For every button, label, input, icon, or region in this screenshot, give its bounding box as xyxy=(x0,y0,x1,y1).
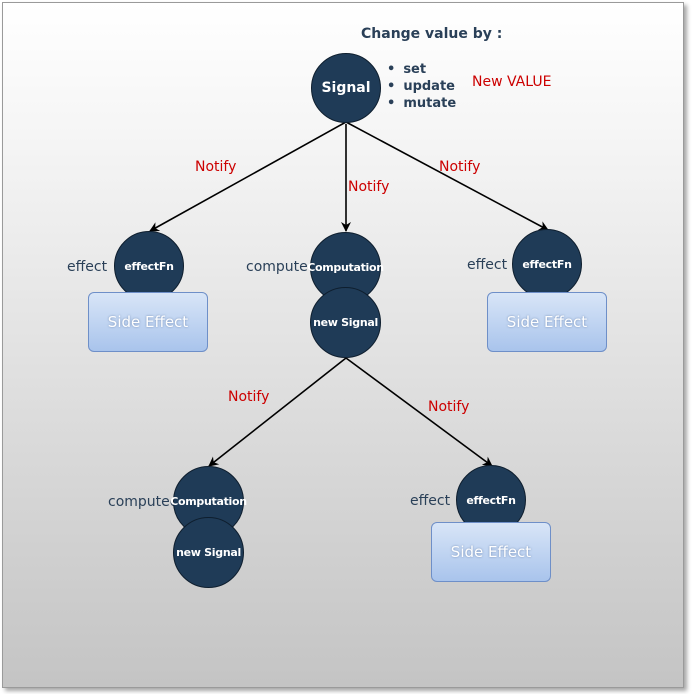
method-set: set xyxy=(387,61,456,78)
notify-label-lower-left: Notify xyxy=(228,389,270,405)
change-methods-list: set update mutate xyxy=(387,61,456,112)
notify-label-middle: Notify xyxy=(348,179,390,195)
computed-tag-middle: computed xyxy=(246,259,317,275)
signal-node: Signal xyxy=(311,53,381,123)
effect-tag-left: effect xyxy=(67,259,108,275)
notify-label-lower-right: Notify xyxy=(428,399,470,415)
effectfn-node-right: effectFn xyxy=(512,229,582,299)
new-signal-node-lower-left: new Signal xyxy=(173,517,244,588)
computed-tag-lower-left: computed xyxy=(108,494,179,510)
method-mutate: mutate xyxy=(387,95,456,112)
edge-signal-to-left-effect xyxy=(149,121,347,232)
change-value-heading: Change value by : xyxy=(361,26,503,42)
edge-signal-to-right-effect xyxy=(345,121,549,231)
notify-label-right: Notify xyxy=(439,159,481,175)
effectfn-node-left: effectFn xyxy=(114,231,184,301)
edge-newsignal-to-lower-effect xyxy=(345,357,493,467)
side-effect-box-right: Side Effect xyxy=(487,292,607,352)
new-value-label: New VALUE xyxy=(472,74,552,90)
effect-tag-lower-right: effect xyxy=(410,493,451,509)
effect-tag-right: effect xyxy=(467,257,508,273)
edge-newsignal-to-lower-computation xyxy=(208,357,347,467)
method-update: update xyxy=(387,78,456,95)
notify-label-left: Notify xyxy=(195,159,237,175)
new-signal-node-middle: new Signal xyxy=(310,287,381,358)
side-effect-box-left: Side Effect xyxy=(88,292,208,352)
side-effect-box-lower-right: Side Effect xyxy=(431,522,551,582)
